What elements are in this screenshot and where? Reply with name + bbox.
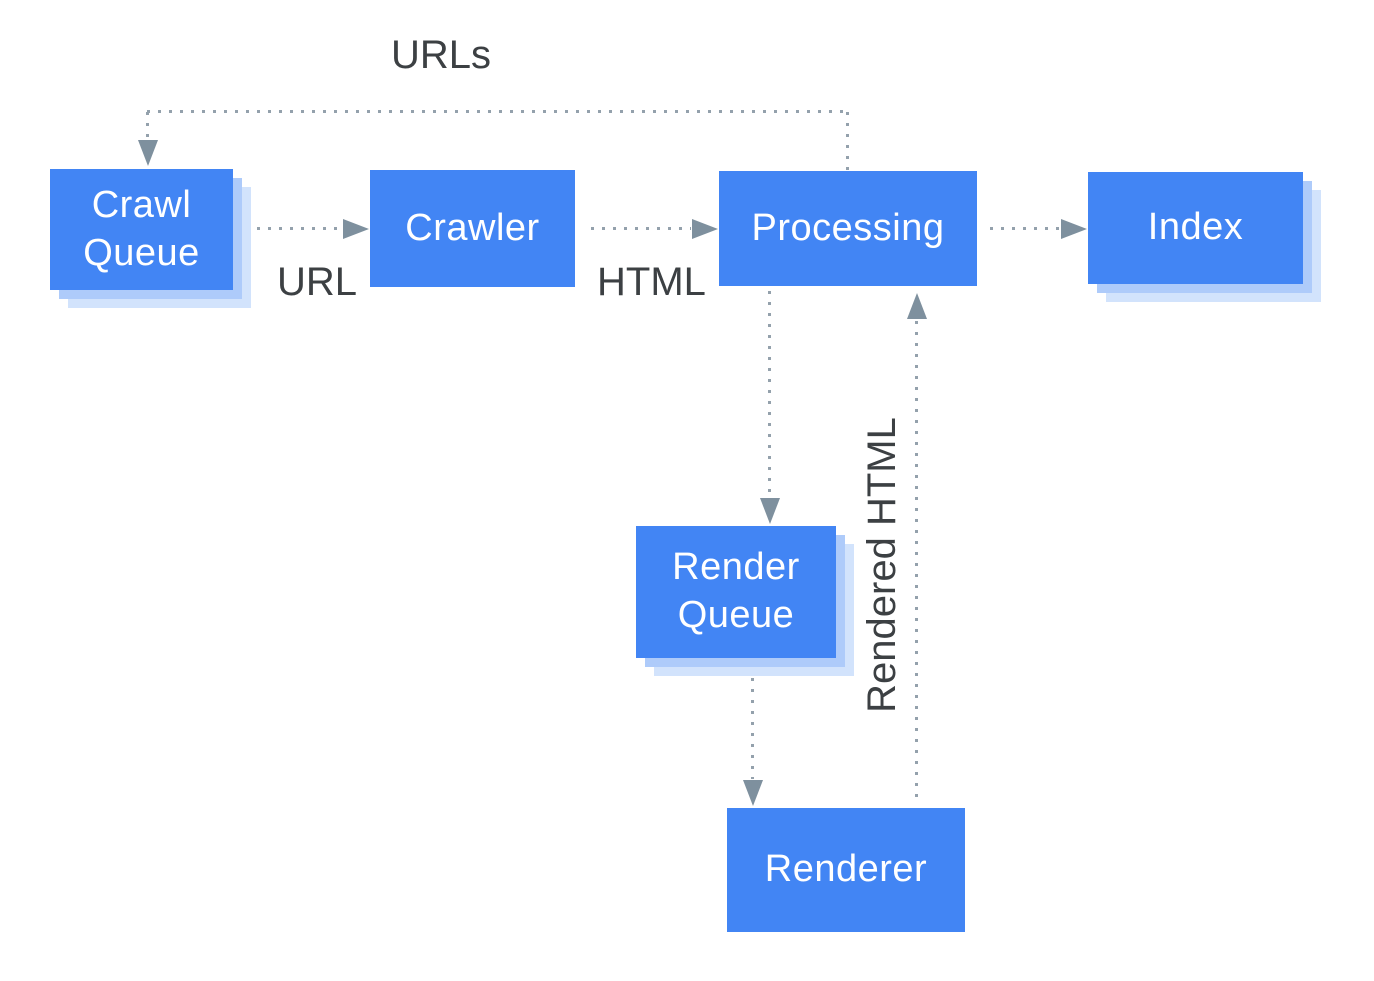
- edge-render-queue-to-renderer: [751, 678, 754, 779]
- edge-crawler-to-processing: [591, 227, 691, 230]
- arrowhead-down-icon: [743, 780, 763, 806]
- node-index-label: Index: [1147, 206, 1244, 249]
- edge-label-rendered-html: Rendered HTML: [860, 417, 904, 713]
- edge-label-urls: URLs: [391, 33, 492, 77]
- node-crawler: Crawler: [370, 170, 575, 287]
- edge-urls-loop-top-segment: [147, 110, 848, 113]
- node-crawl-queue: Crawl Queue: [50, 169, 233, 290]
- arrowhead-up-icon: [907, 293, 927, 319]
- edge-renderer-to-processing: [915, 321, 918, 805]
- node-render-queue-label: Render Queue: [672, 546, 800, 636]
- node-index: Index: [1088, 172, 1303, 284]
- arrowhead-down-icon: [760, 498, 780, 524]
- edge-label-html: HTML: [597, 260, 706, 304]
- arrowhead-right-icon: [1061, 219, 1087, 239]
- node-processing: Processing: [719, 171, 977, 286]
- edge-processing-to-render-queue: [768, 291, 771, 497]
- node-render-queue: Render Queue: [636, 526, 836, 658]
- edge-crawl-queue-to-crawler: [246, 227, 342, 230]
- arrowhead-right-icon: [692, 219, 718, 239]
- node-renderer: Renderer: [727, 808, 965, 932]
- node-processing-label: Processing: [751, 206, 945, 249]
- edge-processing-to-index: [990, 227, 1060, 230]
- edge-urls-loop-left-segment: [146, 112, 149, 140]
- node-crawl-queue-label: Crawl Queue: [83, 183, 200, 274]
- node-crawler-label: Crawler: [405, 206, 540, 249]
- arrowhead-down-icon: [138, 140, 158, 166]
- edge-label-url: URL: [277, 260, 358, 304]
- node-renderer-label: Renderer: [764, 848, 928, 891]
- arrowhead-right-icon: [343, 219, 369, 239]
- edge-urls-loop-right-segment: [846, 112, 849, 171]
